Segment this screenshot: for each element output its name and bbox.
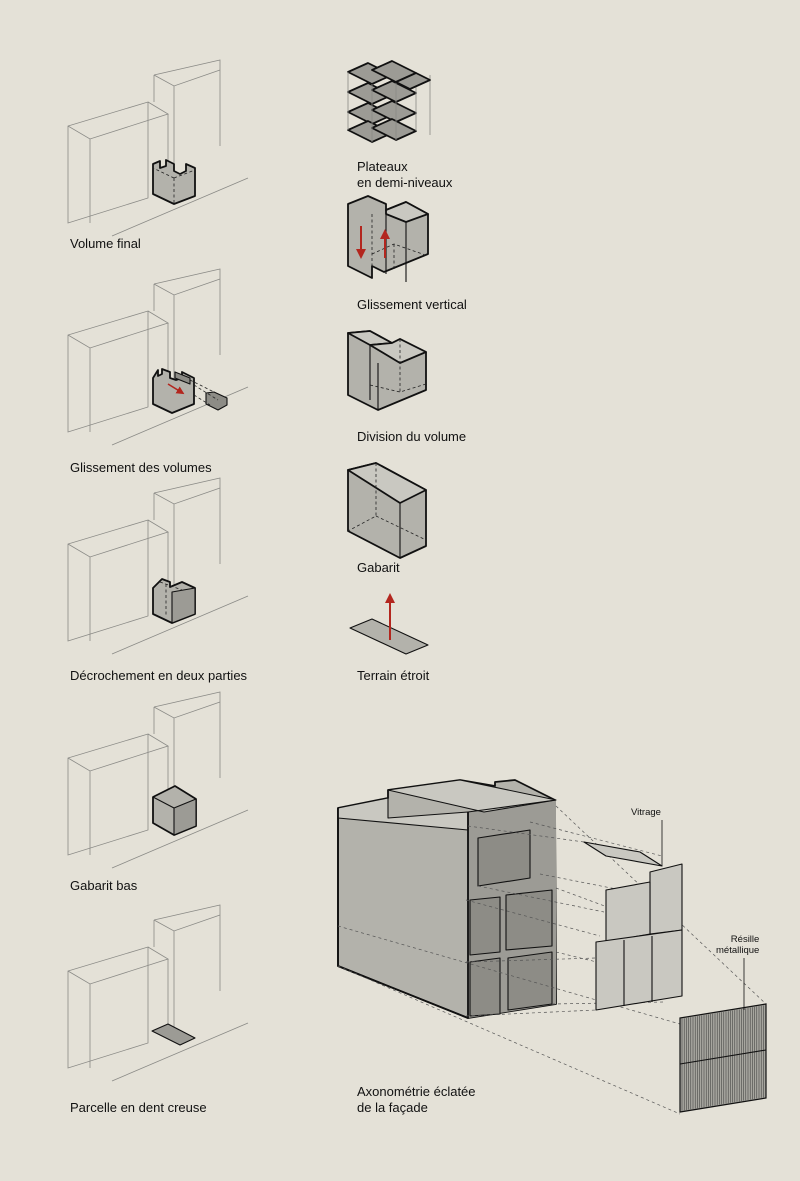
- label-plateaux-line1: Plateaux: [357, 159, 408, 174]
- decrochement-block: [152, 578, 196, 624]
- plateaux-stack: [347, 60, 431, 143]
- label-gabarit-bas: Gabarit bas: [70, 878, 138, 893]
- label-resille: Résille métallique: [716, 934, 759, 956]
- label-terrain-etroit: Terrain étroit: [357, 668, 430, 683]
- label-decrochement: Décrochement en deux parties: [70, 668, 248, 683]
- label-resille-line2: métallique: [716, 945, 760, 956]
- exploded-axonometry: [337, 779, 767, 1115]
- label-vitrage: Vitrage: [631, 807, 661, 818]
- glissement-block: [152, 368, 228, 414]
- label-resille-line1: Résille: [730, 934, 760, 945]
- resille-panel: [679, 1003, 767, 1113]
- parcelle-plot: [151, 1023, 196, 1046]
- terrain-etroit: [349, 593, 429, 655]
- label-glissement-vertical: Glissement vertical: [357, 297, 467, 312]
- context-buildings: [67, 59, 249, 1082]
- label-axonometrie-line2: de la façade: [357, 1100, 428, 1115]
- label-axonometrie-line1: Axonométrie éclatée: [357, 1084, 476, 1099]
- label-plateaux-line2: en demi-niveaux: [357, 175, 453, 190]
- glissement-vertical-volume: [347, 195, 429, 282]
- label-parcelle: Parcelle en dent creuse: [70, 1100, 207, 1115]
- volume-final-block: [152, 159, 196, 205]
- label-plateaux: Plateaux en demi-niveaux: [357, 159, 452, 191]
- label-gabarit: Gabarit: [357, 560, 400, 575]
- division-volume: [347, 330, 427, 411]
- gabarit-volume: [347, 462, 427, 559]
- label-axonometrie: Axonométrie éclatée de la façade: [357, 1084, 476, 1116]
- gabarit-bas-block: [152, 785, 197, 836]
- label-glissement-volumes: Glissement des volumes: [70, 460, 212, 475]
- label-division-volume: Division du volume: [357, 429, 467, 444]
- label-volume-final: Volume final: [70, 236, 141, 251]
